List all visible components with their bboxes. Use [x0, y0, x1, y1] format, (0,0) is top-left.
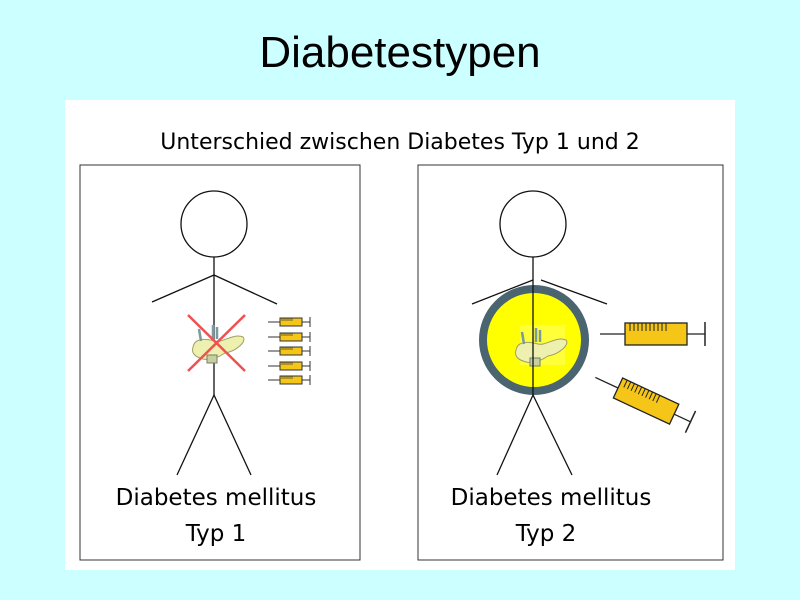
- panel-label-line2: Typ 2: [515, 521, 577, 547]
- panel-label-line1: Diabetes mellitus: [451, 485, 652, 511]
- cross-icon: [187, 314, 246, 372]
- panel-type-2: Diabetes mellitus Typ 2: [417, 164, 724, 561]
- stick-figure: [471, 190, 608, 476]
- diagram-heading: Unterschied zwischen Diabetes Typ 1 und …: [160, 130, 639, 155]
- panel-label-line1: Diabetes mellitus: [116, 485, 317, 511]
- panel-label-line2: Typ 1: [185, 521, 247, 547]
- slide-title: Diabetestypen: [259, 28, 541, 77]
- panel-type-1: Diabetes mellitus Typ 1: [79, 164, 361, 561]
